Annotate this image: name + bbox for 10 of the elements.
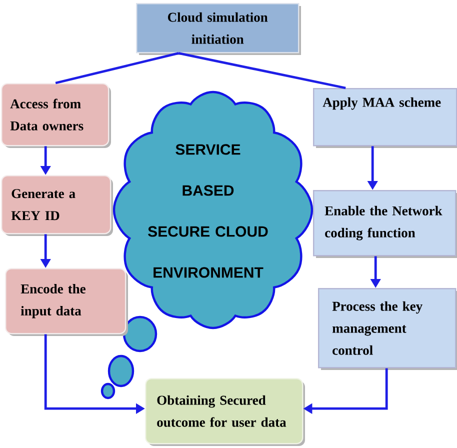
process-box: Cloud simulation initiation: [136, 3, 301, 55]
process-box: Obtaining Secured outcome for user data: [145, 378, 305, 446]
process-box: Enable the Network coding function: [313, 190, 457, 258]
process-box: Access from Data owners: [1, 83, 111, 148]
process-box: Encode the input data: [5, 268, 128, 336]
process-box: Process the key management control: [318, 288, 457, 370]
connector-line: [55, 52, 179, 84]
connector-line: [178, 52, 346, 90]
process-box: Generate a KEY ID: [1, 175, 113, 236]
process-box: Apply MAA scheme: [313, 88, 457, 148]
